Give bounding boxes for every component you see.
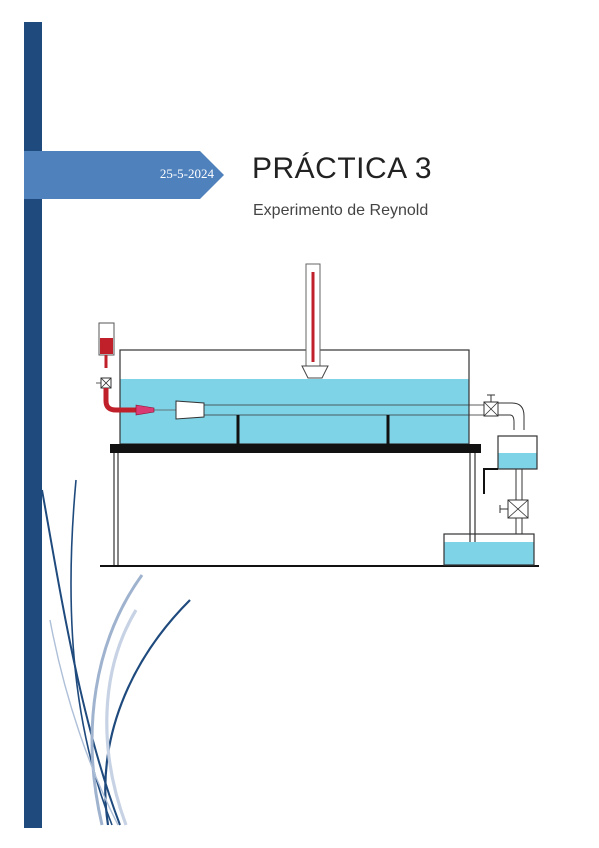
decorative-swoosh-lines [41,479,191,826]
measuring-tank-water [498,453,537,469]
thermometer-float [301,365,329,379]
reynolds-apparatus-illustration [96,263,539,567]
sump-tank-water [444,542,534,565]
outlet-pipe-bend [498,402,525,430]
cover-date: 25-5-2024 [159,166,214,181]
table-top [110,444,481,453]
date-tab-shape [24,151,224,199]
dye-level [100,338,113,354]
page-subtitle: Experimento de Reynold [253,202,429,219]
bell-mouth-inlet [175,400,205,420]
page-title: PRÁCTICA 3 [252,152,433,185]
date-tab: 25-5-2024 [24,151,224,199]
measuring-tank [497,435,538,470]
dye-tube [103,388,140,413]
cover-sidebar-bar [24,22,42,828]
tank-water [120,379,469,444]
dye-injector [135,404,155,416]
measuring-tank-bracket [483,468,498,494]
sump-tank [443,533,535,566]
